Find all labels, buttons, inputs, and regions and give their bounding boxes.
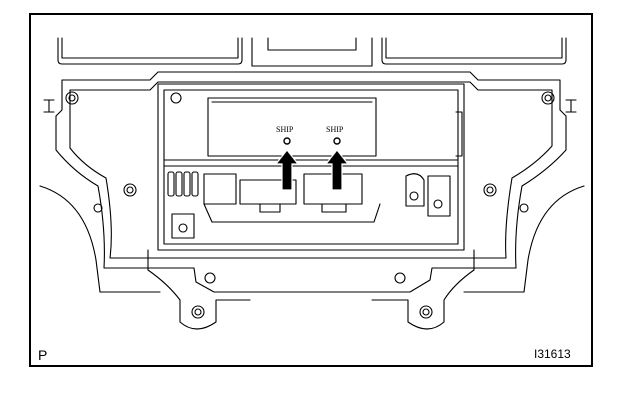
- ship-marker-left: [283, 137, 291, 145]
- left-lower-flange: [39, 185, 161, 293]
- arrow-right: [324, 149, 350, 191]
- diagram-frame: [29, 13, 593, 367]
- audio-unit-housing: [157, 83, 465, 251]
- top-panel-moulding: [57, 37, 567, 67]
- ship-label-right: SHIP: [326, 125, 344, 134]
- bottom-mounting-tabs: [147, 249, 475, 330]
- left-side-clip: [43, 99, 55, 113]
- figure-id-label: I31613: [534, 347, 571, 361]
- bottom-left-connector: [171, 213, 195, 239]
- bezel-outline: [55, 71, 567, 293]
- ship-label-left: SHIP: [276, 125, 294, 134]
- arrow-left: [274, 149, 300, 191]
- corner-label-p: P: [38, 347, 47, 363]
- connector-slots: [167, 171, 199, 197]
- ship-marker-right: [333, 137, 341, 145]
- right-side-clip: [565, 99, 577, 113]
- bezel-mount-holes: [65, 91, 555, 284]
- right-bracket: [405, 173, 451, 217]
